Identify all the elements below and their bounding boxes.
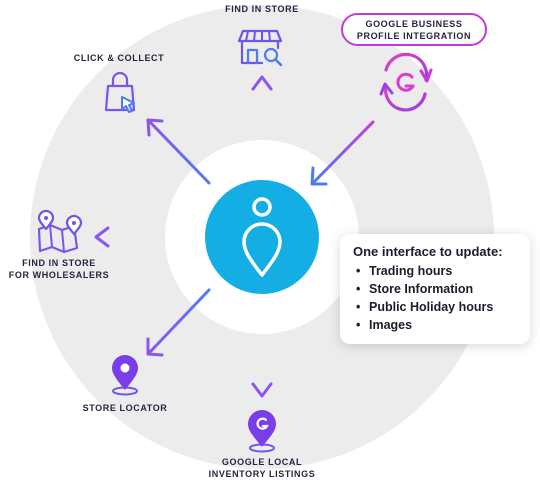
map-pin-icon (112, 355, 138, 396)
arrow-google-local (251, 304, 273, 398)
label-wholesalers-line2: FOR WHOLESALERS (8, 270, 110, 280)
storefront-search-icon (237, 29, 283, 67)
info-card-list: Trading hours Store Information Public H… (353, 262, 520, 334)
label-google-business-line2: PROFILE INTEGRATION (356, 30, 472, 41)
shopping-bag-cursor-icon (104, 71, 136, 113)
info-card-title: One interface to update: (353, 244, 503, 259)
label-google-local-line1: GOOGLE LOCAL (221, 457, 303, 467)
list-item: Trading hours (356, 262, 520, 280)
arrow-wholesalers (94, 226, 192, 248)
label-google-business: GOOGLE BUSINESS PROFILE INTEGRATION (357, 18, 471, 42)
label-google-local-line2: INVENTORY LISTINGS (208, 469, 316, 479)
arrow-click-collect (146, 118, 211, 185)
label-google-local: GOOGLE LOCAL INVENTORY LISTINGS (207, 456, 317, 480)
list-item: Images (356, 316, 520, 334)
map-pins-icon (37, 209, 83, 254)
google-sync-icon (379, 52, 433, 112)
google-pin-icon (248, 410, 276, 453)
label-find-in-store: FIND IN STORE (225, 4, 299, 14)
label-wholesalers: FIND IN STORE FOR WHOLESALERS (4, 257, 114, 281)
arrow-find-in-store (251, 75, 273, 170)
list-item: Public Holiday hours (356, 298, 520, 316)
label-click-collect: CLICK & COLLECT (73, 53, 165, 63)
arrow-google-business (310, 120, 375, 186)
label-google-business-line1: GOOGLE BUSINESS (365, 18, 463, 29)
arrow-store-locator (146, 288, 211, 357)
info-card: One interface to update: Trading hours S… (340, 234, 530, 344)
label-wholesalers-line1: FIND IN STORE (22, 258, 96, 268)
location-pin-icon (205, 180, 319, 294)
label-store-locator: STORE LOCATOR (82, 403, 168, 413)
list-item: Store Information (356, 280, 520, 298)
badge-google-business: GOOGLE BUSINESS PROFILE INTEGRATION (341, 13, 487, 46)
